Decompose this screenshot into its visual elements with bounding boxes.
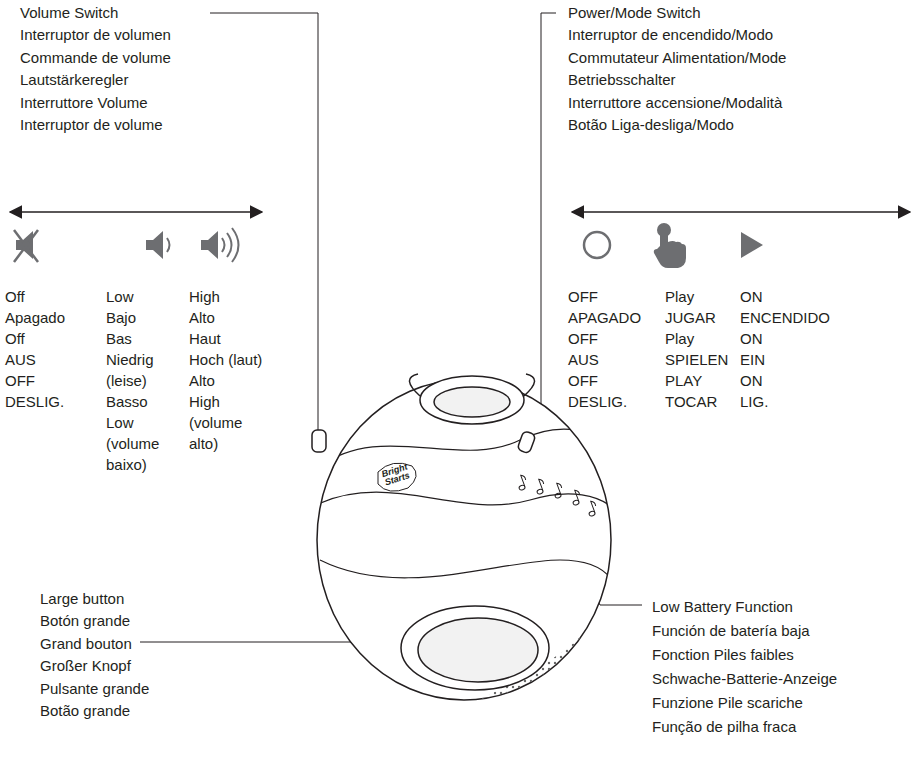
button-label: Botão grande	[40, 700, 130, 721]
volume-setting: Hoch (laut)	[189, 349, 262, 370]
volume-setting: Basso	[106, 391, 148, 412]
power-setting: OFF	[568, 286, 598, 307]
mute-icon	[14, 230, 38, 262]
high-volume-icon	[201, 228, 239, 262]
power-setting: SPIELEN	[665, 349, 728, 370]
brand-logo: Bright Starts	[376, 461, 416, 489]
power-setting: JUGAR	[665, 307, 716, 328]
power-setting: OFF	[568, 370, 598, 391]
music-note	[569, 489, 583, 505]
volume-setting: Bajo	[106, 307, 136, 328]
battery-label: Fonction Piles faibles	[652, 644, 794, 665]
volume-setting: OFF	[5, 370, 35, 391]
low-volume-icon	[146, 231, 170, 259]
button-label: Botón grande	[40, 610, 130, 631]
off-icon	[584, 232, 610, 258]
battery-label: Funzione Pile scariche	[652, 692, 803, 713]
power-setting: LIG.	[740, 391, 768, 412]
power-label: Botão Liga-desliga/Modo	[568, 114, 734, 135]
power-setting: AUS	[568, 349, 599, 370]
range-arrow	[10, 211, 262, 213]
battery-label: Schwache-Batterie-Anzeige	[652, 668, 837, 689]
volume-label: Commande de volume	[20, 47, 171, 68]
range-arrow	[572, 211, 910, 213]
play-hand-icon	[654, 223, 686, 268]
power-setting: Play	[665, 286, 694, 307]
power-setting: ON	[740, 328, 763, 349]
music-note	[515, 474, 529, 490]
music-note	[551, 482, 565, 498]
power-setting: OFF	[568, 328, 598, 349]
volume-setting: Low	[106, 286, 134, 307]
volume-setting: Alto	[189, 370, 215, 391]
music-notes	[515, 474, 599, 516]
power-setting: ON	[740, 286, 763, 307]
volume-setting: Off	[5, 328, 25, 349]
volume-label: Lautstärkeregler	[20, 69, 128, 90]
power-setting: TOCAR	[665, 391, 717, 412]
volume-label: Volume Switch	[20, 2, 118, 23]
volume-setting: Off	[5, 286, 25, 307]
power-label: Betriebsschalter	[568, 69, 676, 90]
button-label: Large button	[40, 588, 124, 609]
ball-toy	[312, 374, 615, 700]
power-setting: APAGADO	[568, 307, 641, 328]
volume-setting: High	[189, 286, 220, 307]
volume-setting: Low (volume baixo)	[106, 412, 166, 475]
volume-label: Interruptor de volume	[20, 114, 163, 135]
power-label: Interruptor de encendido/Modo	[568, 24, 773, 45]
volume-setting: Niedrig (leise)	[106, 349, 162, 391]
button-label: Großer Knopf	[40, 655, 131, 676]
volume-setting: High (volume alto)	[189, 391, 249, 454]
music-note	[585, 500, 599, 516]
battery-label: Função de pilha fraca	[652, 716, 796, 737]
volume-setting: AUS	[5, 349, 36, 370]
on-icon	[741, 232, 763, 258]
volume-setting: Alto	[189, 307, 215, 328]
volume-label: Interruttore Volume	[20, 92, 148, 113]
power-setting: ENCENDIDO	[740, 307, 830, 328]
music-note	[533, 478, 547, 494]
leader-line	[210, 13, 318, 438]
button-label: Pulsante grande	[40, 678, 149, 699]
volume-setting: DESLIG.	[5, 391, 64, 412]
power-label: Interruttore accensione/Modalità	[568, 92, 782, 113]
power-label: Commutateur Alimentation/Mode	[568, 47, 786, 68]
volume-label: Interruptor de volumen	[20, 24, 171, 45]
power-setting: EIN	[740, 349, 765, 370]
power-setting: ON	[740, 370, 763, 391]
power-setting: DESLIG.	[568, 391, 627, 412]
volume-setting: Bas	[106, 328, 132, 349]
volume-setting: Haut	[189, 328, 221, 349]
battery-label: Función de batería baja	[652, 620, 810, 641]
volume-setting: Apagado	[5, 307, 65, 328]
power-setting: Play	[665, 328, 694, 349]
button-label: Grand bouton	[40, 633, 132, 654]
power-label: Power/Mode Switch	[568, 2, 701, 23]
power-setting: PLAY	[665, 370, 702, 391]
battery-label: Low Battery Function	[652, 596, 793, 617]
